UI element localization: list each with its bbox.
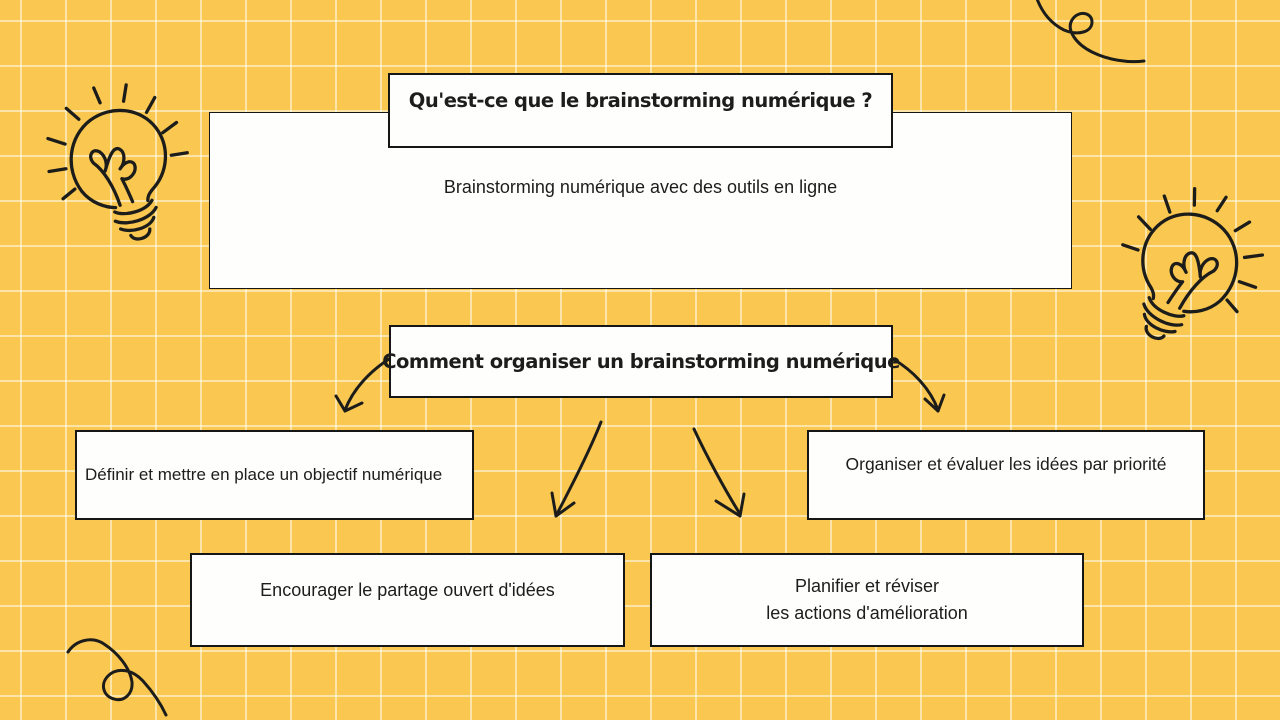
- step-organize-box: Organiser et évaluer les idées par prior…: [807, 430, 1205, 520]
- step-share-text: Encourager le partage ouvert d'idées: [260, 579, 555, 600]
- definition-text: Brainstorming numérique avec des outils …: [443, 177, 838, 197]
- lightbulb-icon: [46, 83, 189, 241]
- lightbulb-icon: [1121, 186, 1265, 341]
- step-define-text: Définir et mettre en place un objectif n…: [85, 465, 443, 484]
- section-title-box: Comment organiser un brainstorming numér…: [382, 325, 900, 398]
- arrow-left-curve-icon: [334, 357, 391, 413]
- arrow-down-left-icon: [550, 420, 603, 518]
- squiggle-icon: [1035, 0, 1146, 64]
- step-share-box: Encourager le partage ouvert d'idées: [190, 553, 625, 647]
- section-title-text: Comment organiser un brainstorming numér…: [382, 350, 900, 373]
- question-title-box: Qu'est-ce que le brainstorming numérique…: [388, 73, 893, 148]
- step-plan-text: Planifier et réviser les actions d'améli…: [766, 576, 968, 623]
- question-title-text: Qu'est-ce que le brainstorming numérique…: [408, 89, 873, 112]
- arrow-right-curve-icon: [891, 357, 946, 413]
- step-define-box: Définir et mettre en place un objectif n…: [75, 430, 474, 520]
- step-organize-text: Organiser et évaluer les idées par prior…: [845, 453, 1167, 474]
- squiggle-icon: [66, 638, 168, 717]
- arrow-down-right-icon: [692, 427, 746, 518]
- step-plan-box: Planifier et réviser les actions d'améli…: [650, 553, 1084, 647]
